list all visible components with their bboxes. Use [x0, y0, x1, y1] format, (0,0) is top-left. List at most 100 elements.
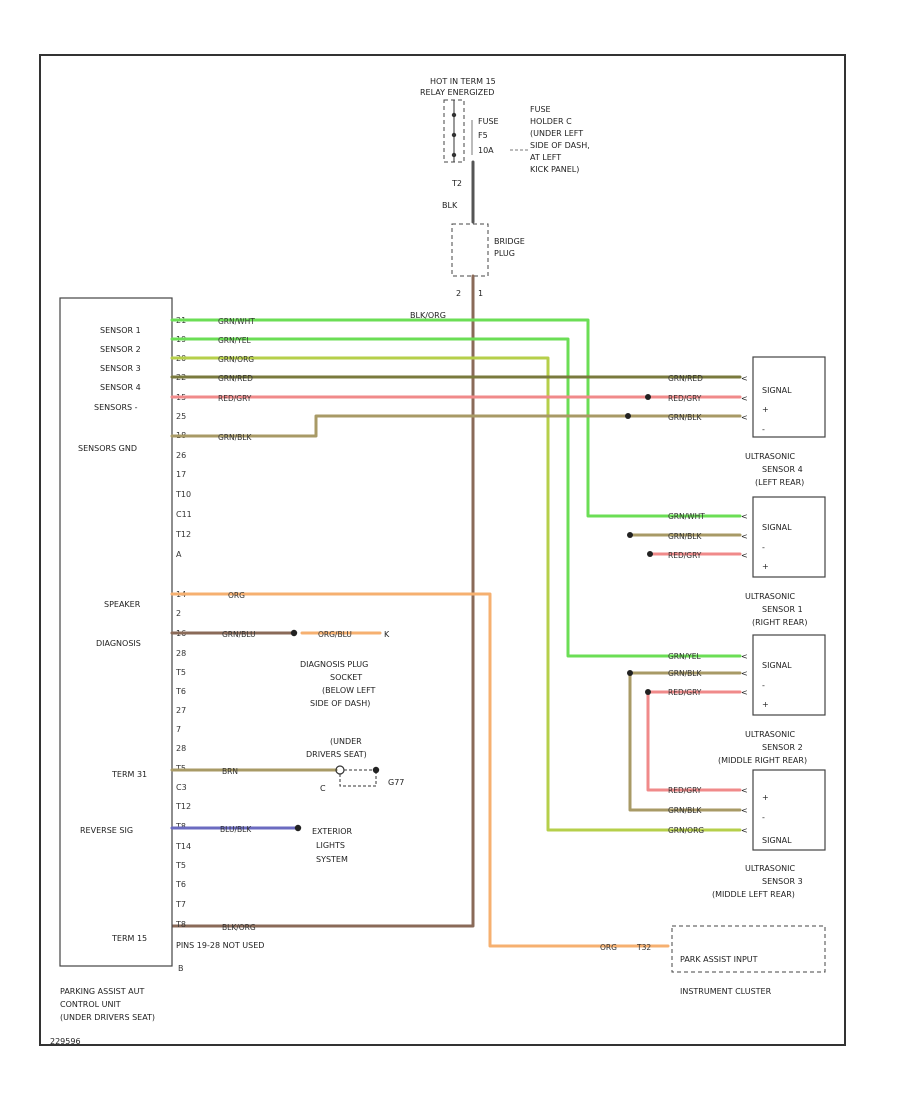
diag-plug-pin: K [384, 630, 390, 639]
sensor2-minus: - [762, 681, 765, 690]
wire-blk-org-label: BLK/ORG [410, 311, 446, 320]
svg-text:<: < [741, 532, 748, 541]
wire-label-s3: GRN/ORG [218, 355, 254, 364]
bridge-pin-2: 2 [456, 289, 461, 298]
wire-label-s1-gnd: GRN/BLK [668, 532, 702, 541]
svg-text:<: < [741, 551, 748, 560]
wire-label-s3-end: GRN/ORG [668, 826, 704, 835]
svg-text:<: < [741, 786, 748, 795]
wire-label-s1-end: GRN/WHT [668, 512, 705, 521]
wire-blk-label: BLK [442, 201, 458, 210]
sensor1-caption-1: ULTRASONIC [745, 592, 796, 601]
wire-label-s1: GRN/WHT [218, 317, 255, 326]
pin-number: 25 [176, 412, 186, 421]
sensor1-caption-3: (RIGHT REAR) [752, 618, 807, 627]
fuse-desc-3: (UNDER LEFT [530, 129, 583, 138]
bridge-plug-label-2: PLUG [494, 249, 515, 258]
control-unit-pins: 21 19 20 22 15 25 18 26 17 T10 C11 T12 A… [175, 316, 264, 973]
sensor3-caption-1: ULTRASONIC [745, 864, 796, 873]
diag-plug-desc-3: (BELOW LEFT [322, 686, 376, 695]
wire-label-s4: GRN/RED [218, 374, 253, 383]
fuse-desc-1: FUSE [530, 105, 551, 114]
pins-not-used-note: PINS 19-28 NOT USED [176, 941, 264, 950]
sensor-4-box: SIGNAL + - ULTRASONIC SENSOR 4 (LEFT REA… [745, 356, 826, 487]
instrument-cluster: PARK ASSIST INPUT INSTRUMENT CLUSTER [671, 925, 826, 996]
diagram-id: 229596 [50, 1037, 81, 1046]
svg-text:<: < [741, 512, 748, 521]
fuse-amperage: 10A [478, 146, 494, 155]
wire-label-s4-end: GRN/RED [668, 374, 703, 383]
pin-number: 27 [176, 706, 186, 715]
pin-number: 7 [176, 725, 181, 734]
fuse-desc-4: SIDE OF DASH, [530, 141, 590, 150]
exterior-1: EXTERIOR [312, 827, 353, 836]
sensor1-plus: + [762, 562, 769, 571]
cluster-outline [671, 925, 826, 973]
svg-text:<: < [741, 806, 748, 815]
diagram-frame [39, 54, 846, 1046]
wire-label-gnd: GRN/BLK [218, 433, 252, 442]
wire-t2-label: T2 [451, 179, 462, 188]
exterior-2: LIGHTS [316, 841, 345, 850]
sensor3-caption-3: (MIDDLE LEFT REAR) [712, 890, 795, 899]
sensor2-caption-1: ULTRASONIC [745, 730, 796, 739]
wire-label-s2-end: GRN/YEL [668, 652, 701, 661]
ground-desc-1: (UNDER [330, 737, 362, 746]
sensor4-caption-3: (LEFT REAR) [755, 478, 804, 487]
pin-number: T8 [175, 920, 186, 929]
wire-label-speaker: ORG [228, 591, 245, 600]
wire-term15-blk-org [170, 274, 475, 928]
pin-number: T12 [175, 802, 191, 811]
svg-text:<: < [741, 652, 748, 661]
cu-label-sensor4: SENSOR 4 [100, 383, 141, 392]
sensor3-signal: SIGNAL [762, 836, 792, 845]
svg-text:<: < [741, 413, 748, 422]
sensor1-minus: - [762, 543, 765, 552]
cu-caption-2: CONTROL UNIT [60, 1000, 121, 1009]
cluster-pin: T32 [636, 943, 651, 952]
sensor3-plus: + [762, 793, 769, 802]
wire-s2-s3-neg [646, 690, 742, 792]
sensor4-caption-2: SENSOR 4 [762, 465, 803, 474]
wire-label-diag1: GRN/BLU [222, 630, 256, 639]
pin-number: T6 [175, 687, 186, 696]
wire-label-s2-neg: RED/GRY [668, 688, 702, 697]
diag-plug-desc-2: SOCKET [330, 673, 362, 682]
cu-label-reverse-sig: REVERSE SIG [80, 826, 133, 835]
wire-label-s1-neg: RED/GRY [668, 551, 702, 560]
sensor1-caption-2: SENSOR 1 [762, 605, 803, 614]
wire-sensor1-grn-wht [170, 318, 742, 518]
cu-label-term15: TERM 15 [111, 934, 147, 943]
pin-number: 26 [176, 451, 186, 460]
sensor4-caption-1: ULTRASONIC [745, 452, 796, 461]
cu-label-sensors-neg: SENSORS - [94, 403, 138, 412]
bridge-plug: BRIDGE PLUG 2 1 BLK/ORG [410, 223, 525, 320]
bridge-pin-1: 1 [478, 289, 483, 298]
wire-label-neg-end: RED/GRY [668, 394, 702, 403]
sensor3-caption-2: SENSOR 3 [762, 877, 803, 886]
pin-number: 28 [176, 744, 186, 753]
cu-label-sensor1: SENSOR 1 [100, 326, 141, 335]
wire-sensors-gnd-grn-blk [170, 414, 742, 438]
wire-label-term31: BRN [222, 767, 238, 776]
hot-source-line1: HOT IN TERM 15 [430, 77, 496, 86]
cu-label-sensors-gnd: SENSORS GND [78, 444, 137, 453]
ground-g77: (UNDER DRIVERS SEAT) C G77 [306, 737, 404, 793]
sensor-2-box: SIGNAL - + ULTRASONIC SENSOR 2 (MIDDLE R… [718, 634, 826, 765]
fuse-pin-label: FUSE [478, 117, 499, 126]
cu-label-sensor3: SENSOR 3 [100, 364, 141, 373]
wire-label-s2-gnd: GRN/BLK [668, 669, 702, 678]
pin-number: T7 [175, 900, 186, 909]
wire-label-neg: RED/GRY [218, 394, 252, 403]
pin-number: C11 [176, 510, 192, 519]
pin-number: 28 [176, 649, 186, 658]
fuse-block: HOT IN TERM 15 RELAY ENERGIZED FUSE F5 1… [420, 77, 590, 210]
sensor-3-box: + - SIGNAL ULTRASONIC SENSOR 3 (MIDDLE L… [712, 769, 826, 899]
wire-label-term15: BLK/ORG [222, 923, 256, 932]
wire-sensor2-grn-yel [170, 337, 742, 658]
cu-label-diagnosis: DIAGNOSIS [96, 639, 141, 648]
wire-sensor3-grn-org [170, 356, 742, 832]
fuse-desc-2: HOLDER C [530, 117, 572, 126]
pin-number: 2 [176, 609, 181, 618]
fuse-desc-5: AT LEFT [530, 153, 561, 162]
